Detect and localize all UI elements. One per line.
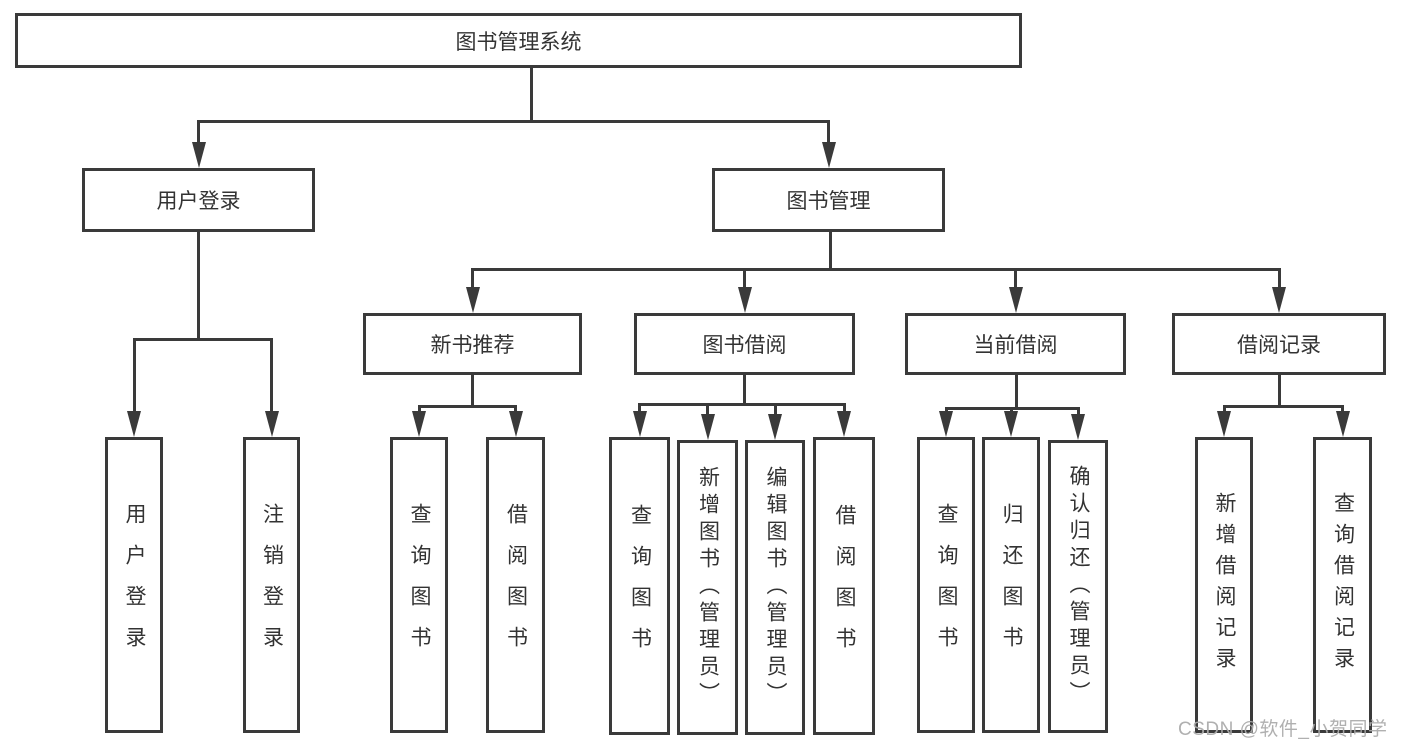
connector-drop <box>1014 268 1017 289</box>
node-user-login: 用户登录 <box>82 168 315 232</box>
connector-drop <box>1277 268 1281 289</box>
node-label: 查询图书 <box>408 503 431 667</box>
node-leaf-bb-add: 新增图书（管理员） <box>677 440 738 735</box>
node-label: 借阅图书 <box>504 503 528 667</box>
arrowhead-icon <box>1217 411 1231 437</box>
connector-bar <box>638 403 846 406</box>
connector-drop <box>706 403 709 416</box>
node-label: 新书推荐 <box>430 334 515 357</box>
arrowhead-icon <box>632 411 647 437</box>
arrowhead-icon <box>191 142 206 168</box>
csdn-watermark: CSDN @软件_小贺同学 <box>1178 719 1388 740</box>
node-book-borrow: 图书借阅 <box>634 313 855 375</box>
node-label: 图书借阅 <box>702 334 787 357</box>
node-label: 注销登录 <box>260 503 284 667</box>
node-label: 查询图书 <box>935 503 958 667</box>
arrowhead-icon <box>264 411 279 437</box>
connector-drop <box>132 338 136 413</box>
node-label: 用户登录 <box>123 503 146 667</box>
connector-drop <box>1341 405 1344 413</box>
node-current-borrow: 当前借阅 <box>905 313 1126 375</box>
arrowhead-icon <box>737 287 752 313</box>
connector-stem <box>470 375 474 407</box>
connector-stem <box>828 232 832 270</box>
arrowhead-icon <box>821 142 836 168</box>
connector-drop <box>944 407 948 413</box>
connector-drop <box>1076 407 1080 416</box>
node-label: 用户登录 <box>156 190 241 213</box>
connector-drop <box>827 120 830 144</box>
node-label: 图书管理 <box>786 190 871 213</box>
connector-stem <box>196 232 200 340</box>
connector-bar <box>197 120 830 123</box>
arrowhead-icon <box>508 411 523 437</box>
node-label: 确认归还（管理员） <box>1067 465 1090 708</box>
arrowhead-icon <box>127 411 141 437</box>
node-label: 借阅记录 <box>1237 334 1321 357</box>
arrowhead-icon <box>1004 411 1018 437</box>
arrowhead-icon <box>700 414 715 440</box>
node-label: 归还图书 <box>1000 503 1023 667</box>
connector-bar <box>417 405 517 408</box>
connector-drop <box>197 120 200 144</box>
arrowhead-icon <box>1008 287 1023 313</box>
connector-stem <box>742 375 746 405</box>
node-book-management: 图书管理 <box>712 168 945 232</box>
node-leaf-cb-confirm: 确认归还（管理员） <box>1048 440 1108 733</box>
node-leaf-nb-borrow: 借阅图书 <box>486 437 545 733</box>
connector-stem <box>1277 375 1281 407</box>
node-leaf-user-login: 用户登录 <box>105 437 163 733</box>
connector-drop <box>514 405 517 413</box>
arrowhead-icon <box>939 411 953 437</box>
arrowhead-icon <box>1071 414 1085 440</box>
connector-drop <box>842 403 846 413</box>
node-leaf-br-add: 新增借阅记录 <box>1195 437 1253 733</box>
connector-drop <box>1009 407 1013 413</box>
node-leaf-cb-return: 归还图书 <box>982 437 1040 733</box>
arrowhead-icon <box>465 287 480 313</box>
connector-drop <box>773 403 777 416</box>
node-leaf-bb-borrow: 借阅图书 <box>813 437 875 735</box>
arrowhead-icon <box>768 414 782 440</box>
connector-stem <box>1014 375 1018 409</box>
arrowhead-icon <box>412 411 426 437</box>
node-label: 新增借阅记录 <box>1213 492 1236 678</box>
arrowhead-icon <box>1272 287 1286 313</box>
node-borrow-records: 借阅记录 <box>1172 313 1386 375</box>
node-new-book-recommend: 新书推荐 <box>363 313 582 375</box>
connector-bar <box>1222 405 1344 408</box>
node-leaf-nb-query: 查询图书 <box>390 437 448 733</box>
connector-bar <box>132 338 273 341</box>
node-leaf-bb-query: 查询图书 <box>609 437 670 735</box>
connector-drop <box>1222 405 1226 413</box>
node-leaf-bb-edit: 编辑图书（管理员） <box>745 440 805 735</box>
node-label: 编辑图书（管理员） <box>764 466 787 709</box>
connector-drop <box>417 405 421 413</box>
node-label: 图书管理系统 <box>455 30 582 54</box>
node-label: 查询图书 <box>628 504 652 668</box>
node-label: 当前借阅 <box>973 334 1058 357</box>
node-root: 图书管理系统 <box>15 13 1022 68</box>
node-label: 查询借阅记录 <box>1331 492 1355 678</box>
node-leaf-logout: 注销登录 <box>243 437 300 733</box>
node-label: 借阅图书 <box>833 504 856 668</box>
arrowhead-icon <box>837 411 851 437</box>
connector-drop <box>743 268 746 289</box>
connector-drop <box>638 403 641 413</box>
connector-drop <box>270 338 273 413</box>
connector-drop <box>471 268 474 289</box>
node-leaf-cb-query: 查询图书 <box>917 437 975 733</box>
node-label: 新增图书（管理员） <box>696 466 720 709</box>
arrowhead-icon <box>1335 411 1350 437</box>
node-leaf-br-query: 查询借阅记录 <box>1313 437 1372 733</box>
connector-bar <box>471 268 1281 271</box>
connector-stem <box>529 68 533 122</box>
